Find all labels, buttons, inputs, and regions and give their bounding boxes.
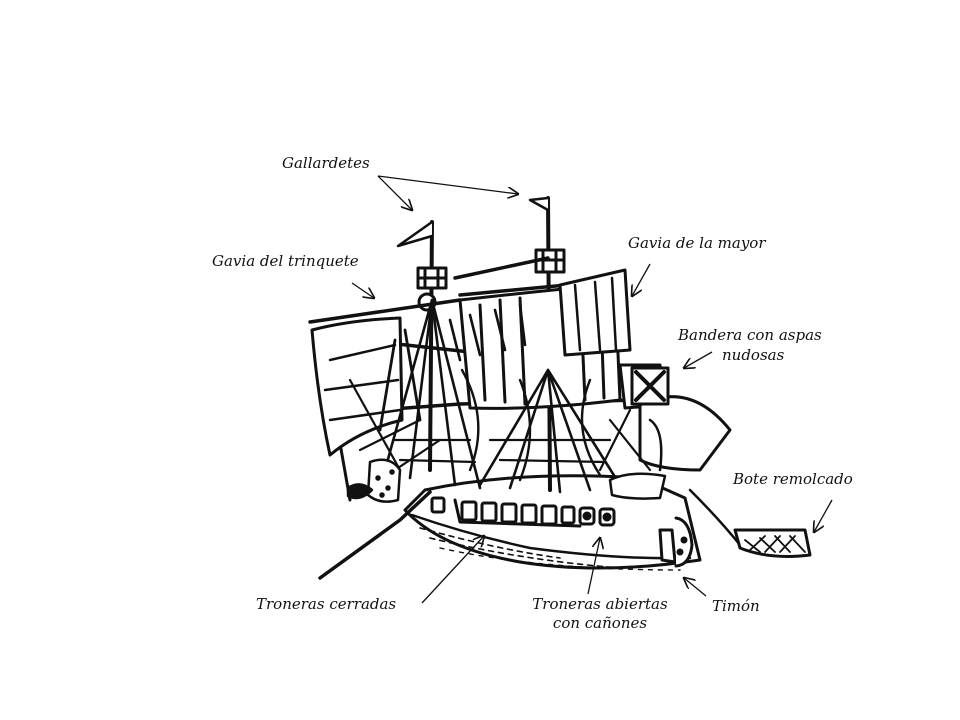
label-troneras-abiertas-line2: con cañones: [552, 614, 648, 632]
arrow-troneras-cerradas: [421, 536, 484, 604]
label-troneras-abiertas-line1: Troneras abiertas: [532, 595, 668, 613]
label-gallardetes: Gallardetes: [282, 154, 370, 172]
arrow-timon: [684, 578, 707, 597]
label-gavia-mayor: Gavia de la mayor: [628, 234, 766, 252]
rudder: [658, 516, 694, 568]
arrow-gallardetes-right: [377, 175, 518, 194]
arrow-gavia-mayor: [632, 263, 651, 296]
label-bote-remolcado: Bote remolcado: [733, 470, 853, 488]
pennants: [396, 196, 550, 248]
rigging: [348, 298, 652, 494]
arrow-gallardetes-left: [377, 175, 412, 210]
arrow-troneras-abiertas: [587, 538, 600, 595]
gun-ports-open: [578, 506, 616, 527]
label-bandera-line2: nudosas: [722, 346, 785, 364]
deck-structures: [346, 418, 667, 503]
label-timon: Timón: [712, 597, 760, 615]
gun-ports-closed: [430, 496, 582, 528]
annotation-arrows: [351, 175, 833, 604]
label-troneras-cerradas: Troneras cerradas: [256, 595, 397, 613]
arrow-bandera: [684, 351, 713, 368]
arrow-bote: [814, 499, 833, 532]
label-gavia-trinquete: Gavia del trinquete: [212, 252, 359, 270]
towed-boat: [688, 488, 812, 558]
saltire-flag: [630, 366, 670, 406]
label-bandera-line1: Bandera con aspas: [678, 326, 822, 344]
bowsprit: [318, 490, 432, 580]
arrow-gavia-trinquete: [351, 282, 374, 298]
